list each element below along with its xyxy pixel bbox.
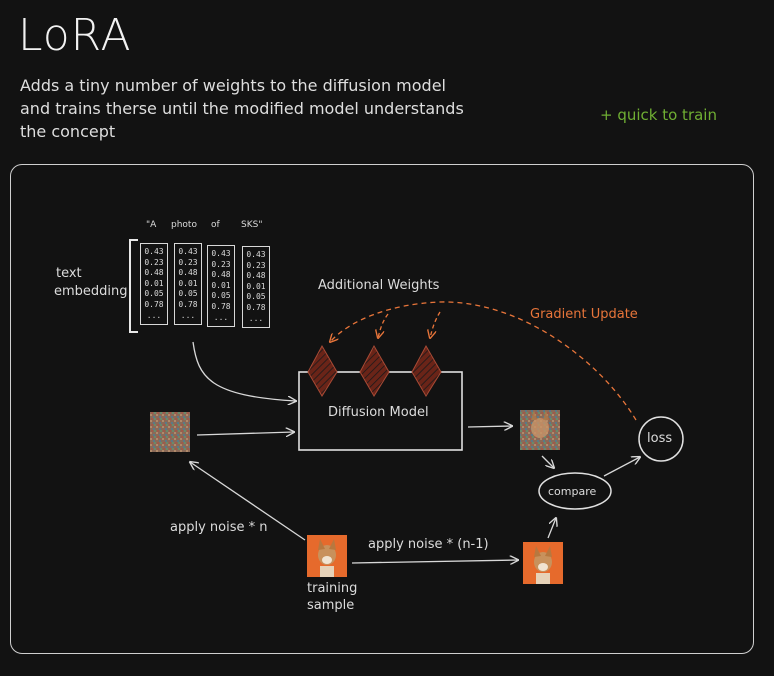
arrow-embedding-to-model xyxy=(192,341,296,401)
embedding-value: 0.78 xyxy=(178,299,198,309)
diffusion-model-label: Diffusion Model xyxy=(328,405,429,420)
embedding-value: 0.48 xyxy=(144,268,164,278)
embedding-value: 0.43 xyxy=(246,250,266,259)
training-sample-label-line-2: sample xyxy=(307,598,355,613)
embedding-value: 0.48 xyxy=(178,268,198,278)
embedding-label-line-1: text xyxy=(56,266,82,281)
embedding-value: 0.23 xyxy=(211,259,231,269)
embedding-value: 0.01 xyxy=(246,281,266,291)
weight-diamond-2 xyxy=(359,344,390,397)
embedding-value: 0.78 xyxy=(144,299,164,309)
embedding-value: 0.48 xyxy=(211,270,231,280)
apply-noise-n-label: apply noise * n xyxy=(170,520,268,535)
noisy-input-image xyxy=(150,412,190,452)
arrow-sample-to-target xyxy=(351,560,518,563)
arrow-target-to-compare xyxy=(547,518,556,539)
prompt-token-1: "A xyxy=(146,220,157,230)
embedding-value: ... xyxy=(146,310,162,320)
tagline: + quick to train xyxy=(600,106,717,124)
weight-diamond-3 xyxy=(411,344,442,397)
embedding-value: ... xyxy=(213,312,229,322)
arrow-model-to-output xyxy=(467,426,512,427)
apply-noise-n-minus-1-label: apply noise * (n-1) xyxy=(368,537,489,552)
embedding-label-line-2: embedding xyxy=(54,284,128,299)
training-sample-image xyxy=(307,535,347,577)
embedding-value: 0.05 xyxy=(211,291,231,301)
embedding-value: 0.23 xyxy=(178,257,198,267)
model-output-image xyxy=(520,410,560,450)
loss-label: loss xyxy=(647,431,673,446)
diagram-panel xyxy=(10,164,754,654)
embedding-value: 0.78 xyxy=(246,302,266,312)
additional-weights-label: Additional Weights xyxy=(318,278,440,293)
embedding-value: 0.05 xyxy=(246,292,266,302)
weight-diamond-1 xyxy=(307,344,338,397)
embedding-value: 0.01 xyxy=(211,280,231,290)
embedding-value: 0.01 xyxy=(144,278,164,288)
embedding-value: 0.23 xyxy=(246,260,266,270)
embedding-value: ... xyxy=(248,313,264,323)
gradient-update-arrow-2 xyxy=(378,313,389,338)
compare-ellipse xyxy=(538,472,612,510)
description-line-3: the concept xyxy=(20,122,116,141)
gradient-update-label: Gradient Update xyxy=(530,307,638,322)
prompt-token-2: photo xyxy=(171,220,197,230)
embedding-value: ... xyxy=(180,310,196,320)
arrow-compare-to-loss xyxy=(603,457,640,477)
embedding-value: 0.05 xyxy=(144,289,164,299)
compare-label: compare xyxy=(548,485,597,498)
description-line-2: and trains therse until the modified mod… xyxy=(20,99,464,118)
arrow-noisy-to-model xyxy=(196,432,294,435)
embedding-value: 0.78 xyxy=(211,301,231,311)
arrow-sample-to-noisy xyxy=(190,462,306,541)
embedding-value: 0.48 xyxy=(246,271,266,281)
embedding-bracket xyxy=(129,239,138,333)
prompt-token-3: of xyxy=(211,220,220,230)
embedding-value: 0.23 xyxy=(144,257,164,267)
embedding-value: 0.01 xyxy=(178,278,198,288)
target-image xyxy=(523,542,563,584)
prompt-token-4: SKS" xyxy=(241,220,263,230)
embedding-value: 0.43 xyxy=(211,249,231,258)
gradient-update-arrow-3 xyxy=(430,311,441,338)
embedding-value: 0.43 xyxy=(144,247,164,256)
loss-circle xyxy=(638,416,684,462)
training-sample-label-line-1: training xyxy=(307,581,358,596)
page-title: LoRA xyxy=(18,10,132,61)
embedding-value: 0.05 xyxy=(178,289,198,299)
arrow-output-to-compare xyxy=(541,455,554,468)
description-line-1: Adds a tiny number of weights to the dif… xyxy=(20,76,446,95)
embedding-value: 0.43 xyxy=(178,247,198,256)
